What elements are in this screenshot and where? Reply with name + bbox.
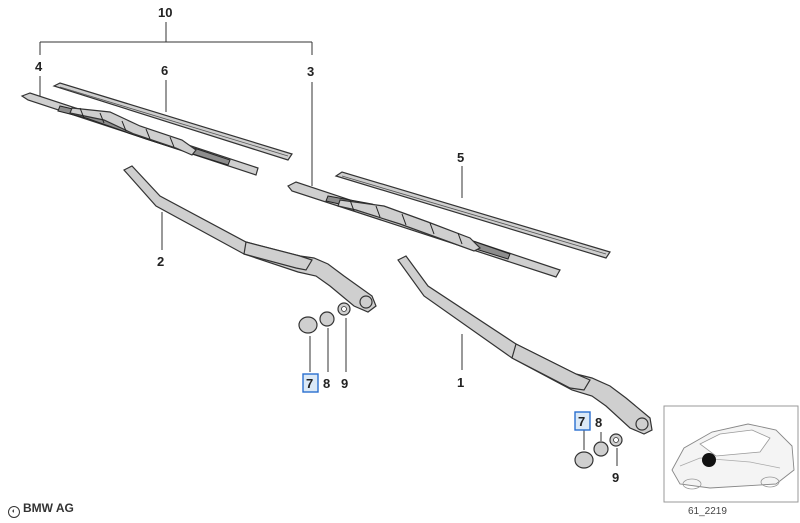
callout-3: 3 [307, 64, 314, 79]
wiper-blade-right [287, 181, 561, 278]
callout-1: 1 [457, 375, 464, 390]
brand-footer: ◐BMW AG [8, 501, 74, 518]
callout-7-right-link[interactable]: 7 [574, 411, 591, 431]
fastener-set-left [298, 302, 351, 372]
callout-4: 4 [35, 59, 43, 74]
callout-10: 10 [158, 5, 172, 20]
wiper-arm-left [123, 165, 377, 313]
callout-8-right: 8 [595, 415, 602, 430]
callout-6: 6 [161, 63, 168, 78]
highlight-box [574, 411, 591, 431]
brand-label: BMW AG [23, 501, 74, 515]
wiper-arm-right [397, 255, 653, 435]
highlight-box [302, 373, 319, 393]
wiper-blade-left [20, 92, 259, 176]
callout-5: 5 [457, 150, 464, 165]
assembly-bracket [39, 22, 313, 55]
wiper-rubber-left [52, 82, 293, 161]
callout-9-left: 9 [341, 376, 348, 391]
vehicle-location-thumbnail [663, 405, 799, 503]
wiper-rubber-right [334, 171, 611, 259]
bmw-logo-icon: ◐ [8, 506, 20, 518]
callout-7-left: 7 [306, 376, 313, 391]
drawing-id: 61_2219 [688, 506, 727, 517]
callout-9-right: 9 [612, 470, 619, 485]
callout-7-left-link[interactable]: 7 [302, 373, 319, 393]
callout-7-right: 7 [578, 414, 585, 429]
leader-lines [39, 76, 463, 370]
location-marker [702, 453, 716, 467]
callout-2: 2 [157, 254, 164, 269]
fastener-set-right [574, 430, 623, 469]
callout-8-left: 8 [323, 376, 330, 391]
